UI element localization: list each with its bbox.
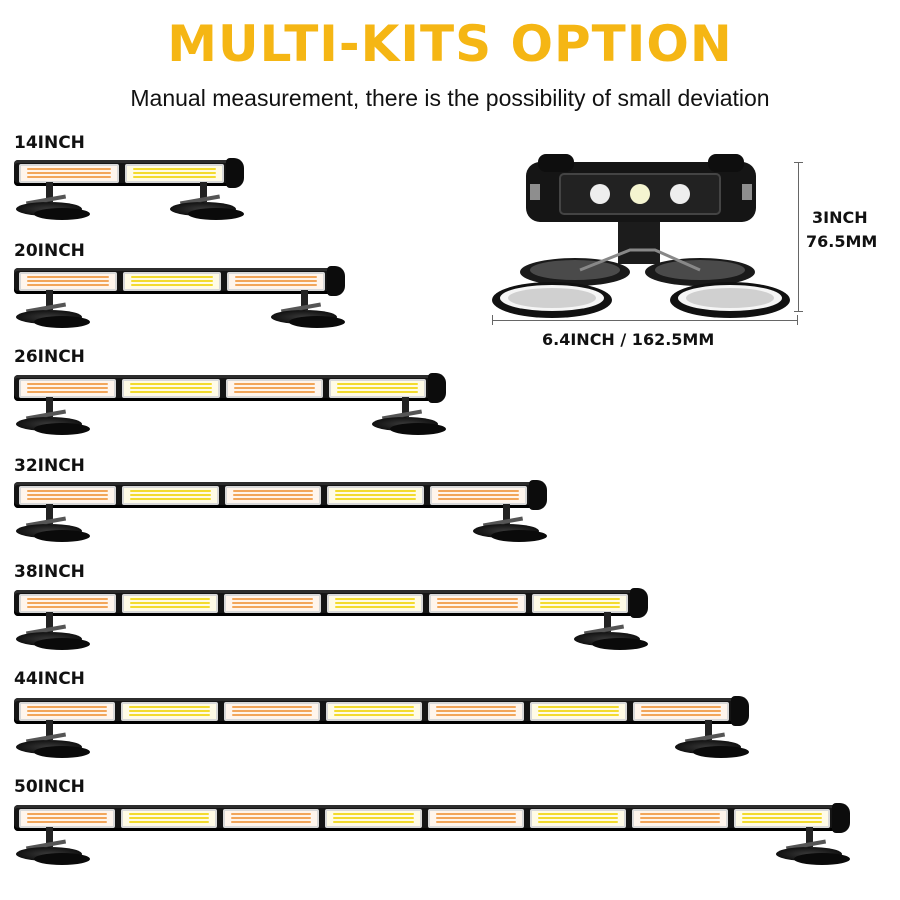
size-label-50: 50INCH: [14, 777, 85, 797]
left-suction-mount: [16, 504, 90, 544]
size-label-38: 38INCH: [14, 562, 85, 582]
led-panel: [733, 808, 830, 828]
measurement-note: Manual measurement, there is the possibi…: [130, 85, 770, 111]
led-panel: [325, 701, 423, 721]
light-bar-38inch: [14, 588, 648, 618]
end-cap: [731, 696, 749, 726]
led-panel: [121, 593, 218, 613]
left-suction-mount: [16, 720, 90, 760]
light-bar-14inch: [14, 158, 244, 188]
left-suction-mount: [16, 182, 90, 222]
light-bar-50inch: [14, 803, 850, 833]
led-panel: [530, 701, 627, 721]
led-panel: [19, 163, 119, 183]
end-cap: [327, 266, 345, 296]
light-bar-26inch: [14, 373, 446, 403]
end-cap: [226, 158, 244, 188]
led-panel: [632, 701, 729, 721]
led-panel: [327, 485, 425, 505]
light-bar-32inch: [14, 480, 547, 510]
led-panel: [224, 485, 322, 505]
led-panel: [225, 378, 323, 398]
led-emitter: [630, 184, 650, 204]
size-label-44: 44INCH: [14, 669, 85, 689]
led-panel: [224, 593, 321, 613]
led-panel: [429, 593, 526, 613]
led-emitter: [670, 184, 690, 204]
led-emitter: [590, 184, 610, 204]
led-panel: [121, 808, 218, 828]
right-suction-mount: [170, 182, 244, 222]
right-suction-mount: [372, 397, 446, 437]
mount-bracket: [618, 214, 660, 264]
led-panel: [19, 378, 117, 398]
led-panel: [531, 593, 628, 613]
height-mm-label: 76.5MM: [806, 232, 878, 251]
led-panel: [427, 808, 524, 828]
end-view-product-image: [492, 154, 790, 318]
right-suction-mount: [574, 612, 648, 652]
led-panel: [19, 701, 116, 721]
led-panel: [223, 808, 320, 828]
led-panel: [223, 701, 320, 721]
left-suction-mount: [16, 290, 90, 330]
led-panel: [123, 271, 221, 291]
size-label-20: 20INCH: [14, 241, 85, 261]
led-panel: [326, 593, 423, 613]
width-label: 6.4INCH / 162.5MM: [542, 330, 715, 349]
led-panel: [325, 808, 422, 828]
end-cap: [428, 373, 446, 403]
left-suction-mount: [16, 397, 90, 437]
led-panel: [19, 593, 116, 613]
right-suction-mount: [675, 720, 749, 760]
light-bar-20inch: [14, 266, 345, 296]
led-panel: [529, 808, 626, 828]
end-cap: [529, 480, 547, 510]
light-bar-44inch: [14, 696, 749, 726]
right-suction-mount: [776, 827, 850, 867]
end-cap: [630, 588, 648, 618]
left-suction-mount: [16, 612, 90, 652]
led-panel: [19, 485, 116, 505]
led-panel: [19, 271, 117, 291]
height-inch-label: 3INCH: [812, 208, 868, 227]
size-label-14: 14INCH: [14, 133, 85, 153]
right-suction-mount: [271, 290, 345, 330]
left-suction-mount: [16, 827, 90, 867]
end-cap: [832, 803, 850, 833]
size-label-26: 26INCH: [14, 347, 85, 367]
right-suction-mount: [473, 504, 547, 544]
size-label-32: 32INCH: [14, 456, 85, 476]
led-panel: [631, 808, 728, 828]
led-panel: [430, 485, 527, 505]
led-panel: [428, 701, 525, 721]
led-panel: [122, 378, 220, 398]
height-dimension-line: [798, 162, 799, 312]
width-dimension-line: [492, 320, 798, 321]
page-title: MULTI-KITS OPTION: [167, 15, 733, 73]
led-panel: [227, 271, 325, 291]
led-panel: [19, 808, 116, 828]
led-panel: [328, 378, 426, 398]
led-panel: [121, 485, 219, 505]
led-panel: [124, 163, 224, 183]
led-panel: [121, 701, 218, 721]
